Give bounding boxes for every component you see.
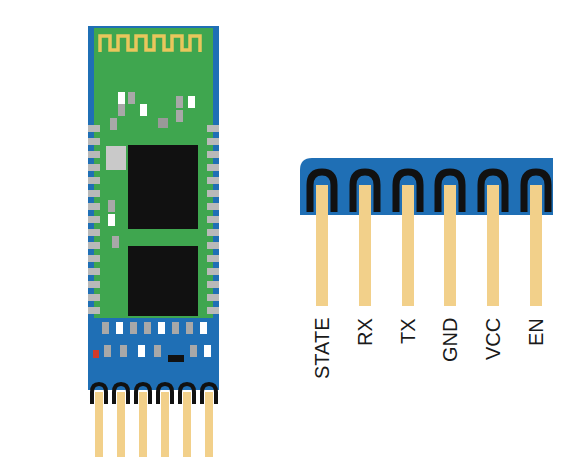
header-pin xyxy=(444,178,456,306)
pin-bend xyxy=(136,384,150,404)
smd-component xyxy=(118,104,125,116)
pin-name: TX xyxy=(397,318,419,344)
smd-component xyxy=(108,214,115,226)
edge-pad xyxy=(207,307,219,314)
smd-component xyxy=(204,345,211,357)
pin-bend xyxy=(180,384,194,404)
smd-component xyxy=(158,322,165,334)
smd-component xyxy=(112,236,119,248)
edge-pad xyxy=(207,268,219,275)
pin-name: VCC xyxy=(482,318,504,360)
smd-component xyxy=(176,110,183,122)
smd-component xyxy=(118,92,125,104)
header-pin xyxy=(444,185,456,215)
header-pin xyxy=(487,185,499,215)
chip xyxy=(128,246,198,316)
smd-component xyxy=(188,96,195,108)
edge-pad xyxy=(207,164,219,171)
crystal xyxy=(106,146,126,170)
edge-pad xyxy=(88,229,100,236)
antenna-trace xyxy=(100,36,200,52)
header-pin xyxy=(530,185,542,215)
module-pin xyxy=(117,392,125,457)
edge-pad xyxy=(88,268,100,275)
header-pin xyxy=(359,178,371,306)
edge-pad xyxy=(88,294,100,301)
smd-component xyxy=(186,322,193,334)
module-base xyxy=(88,26,219,390)
edge-pad xyxy=(88,151,100,158)
edge-pad xyxy=(207,177,219,184)
pin-name: STATE xyxy=(311,318,333,379)
smd-component xyxy=(110,118,117,130)
header-pin xyxy=(402,178,414,306)
edge-pad xyxy=(88,203,100,210)
edge-pad xyxy=(207,229,219,236)
smd-component xyxy=(116,322,123,334)
header-pin xyxy=(402,185,414,215)
smd-component xyxy=(154,345,161,357)
smd-component xyxy=(104,345,111,357)
edge-pad xyxy=(207,203,219,210)
pin-bend xyxy=(202,384,216,404)
edge-pad xyxy=(88,281,100,288)
smd-component xyxy=(190,345,197,357)
edge-pad xyxy=(207,138,219,145)
edge-pad xyxy=(88,307,100,314)
chip xyxy=(128,145,198,229)
edge-pad xyxy=(88,255,100,262)
edge-pad xyxy=(88,138,100,145)
led xyxy=(93,350,99,358)
header-pin xyxy=(487,178,499,306)
module-pin xyxy=(183,392,191,457)
edge-pad xyxy=(88,216,100,223)
header-pin xyxy=(359,185,371,215)
edge-pad xyxy=(207,151,219,158)
edge-pad xyxy=(207,216,219,223)
header-pin xyxy=(530,178,542,306)
module-pin xyxy=(205,392,213,457)
module-pin xyxy=(139,392,147,457)
edge-pad xyxy=(207,190,219,197)
pin-bend xyxy=(114,384,128,404)
module-board xyxy=(94,28,213,318)
smd-component xyxy=(172,322,179,334)
edge-pad xyxy=(207,255,219,262)
smd-component xyxy=(120,345,127,357)
smd-component xyxy=(176,96,183,108)
smd-component xyxy=(108,200,115,212)
edge-pad xyxy=(88,177,100,184)
pin-bend xyxy=(158,384,172,404)
header-pin xyxy=(316,185,328,215)
edge-pad xyxy=(88,125,100,132)
smd-component xyxy=(140,104,147,116)
edge-pad xyxy=(207,125,219,132)
smd-component xyxy=(128,92,135,104)
module-pin xyxy=(95,392,103,457)
edge-pad xyxy=(88,164,100,171)
component xyxy=(158,118,168,128)
module-pin xyxy=(161,392,169,457)
smd-component xyxy=(130,322,137,334)
pin-bend xyxy=(92,384,106,404)
edge-pad xyxy=(207,281,219,288)
smd-component xyxy=(144,322,151,334)
pin-header xyxy=(300,158,553,215)
smd-component xyxy=(102,322,109,334)
component xyxy=(168,355,184,362)
pin-name: GND xyxy=(439,318,461,362)
smd-component xyxy=(138,345,145,357)
edge-pad xyxy=(207,294,219,301)
header-pin xyxy=(316,178,328,306)
edge-pad xyxy=(88,190,100,197)
pin-name: EN xyxy=(525,318,547,346)
pin-name: RX xyxy=(354,318,376,346)
edge-pad xyxy=(207,242,219,249)
smd-component xyxy=(200,322,207,334)
edge-pad xyxy=(88,242,100,249)
